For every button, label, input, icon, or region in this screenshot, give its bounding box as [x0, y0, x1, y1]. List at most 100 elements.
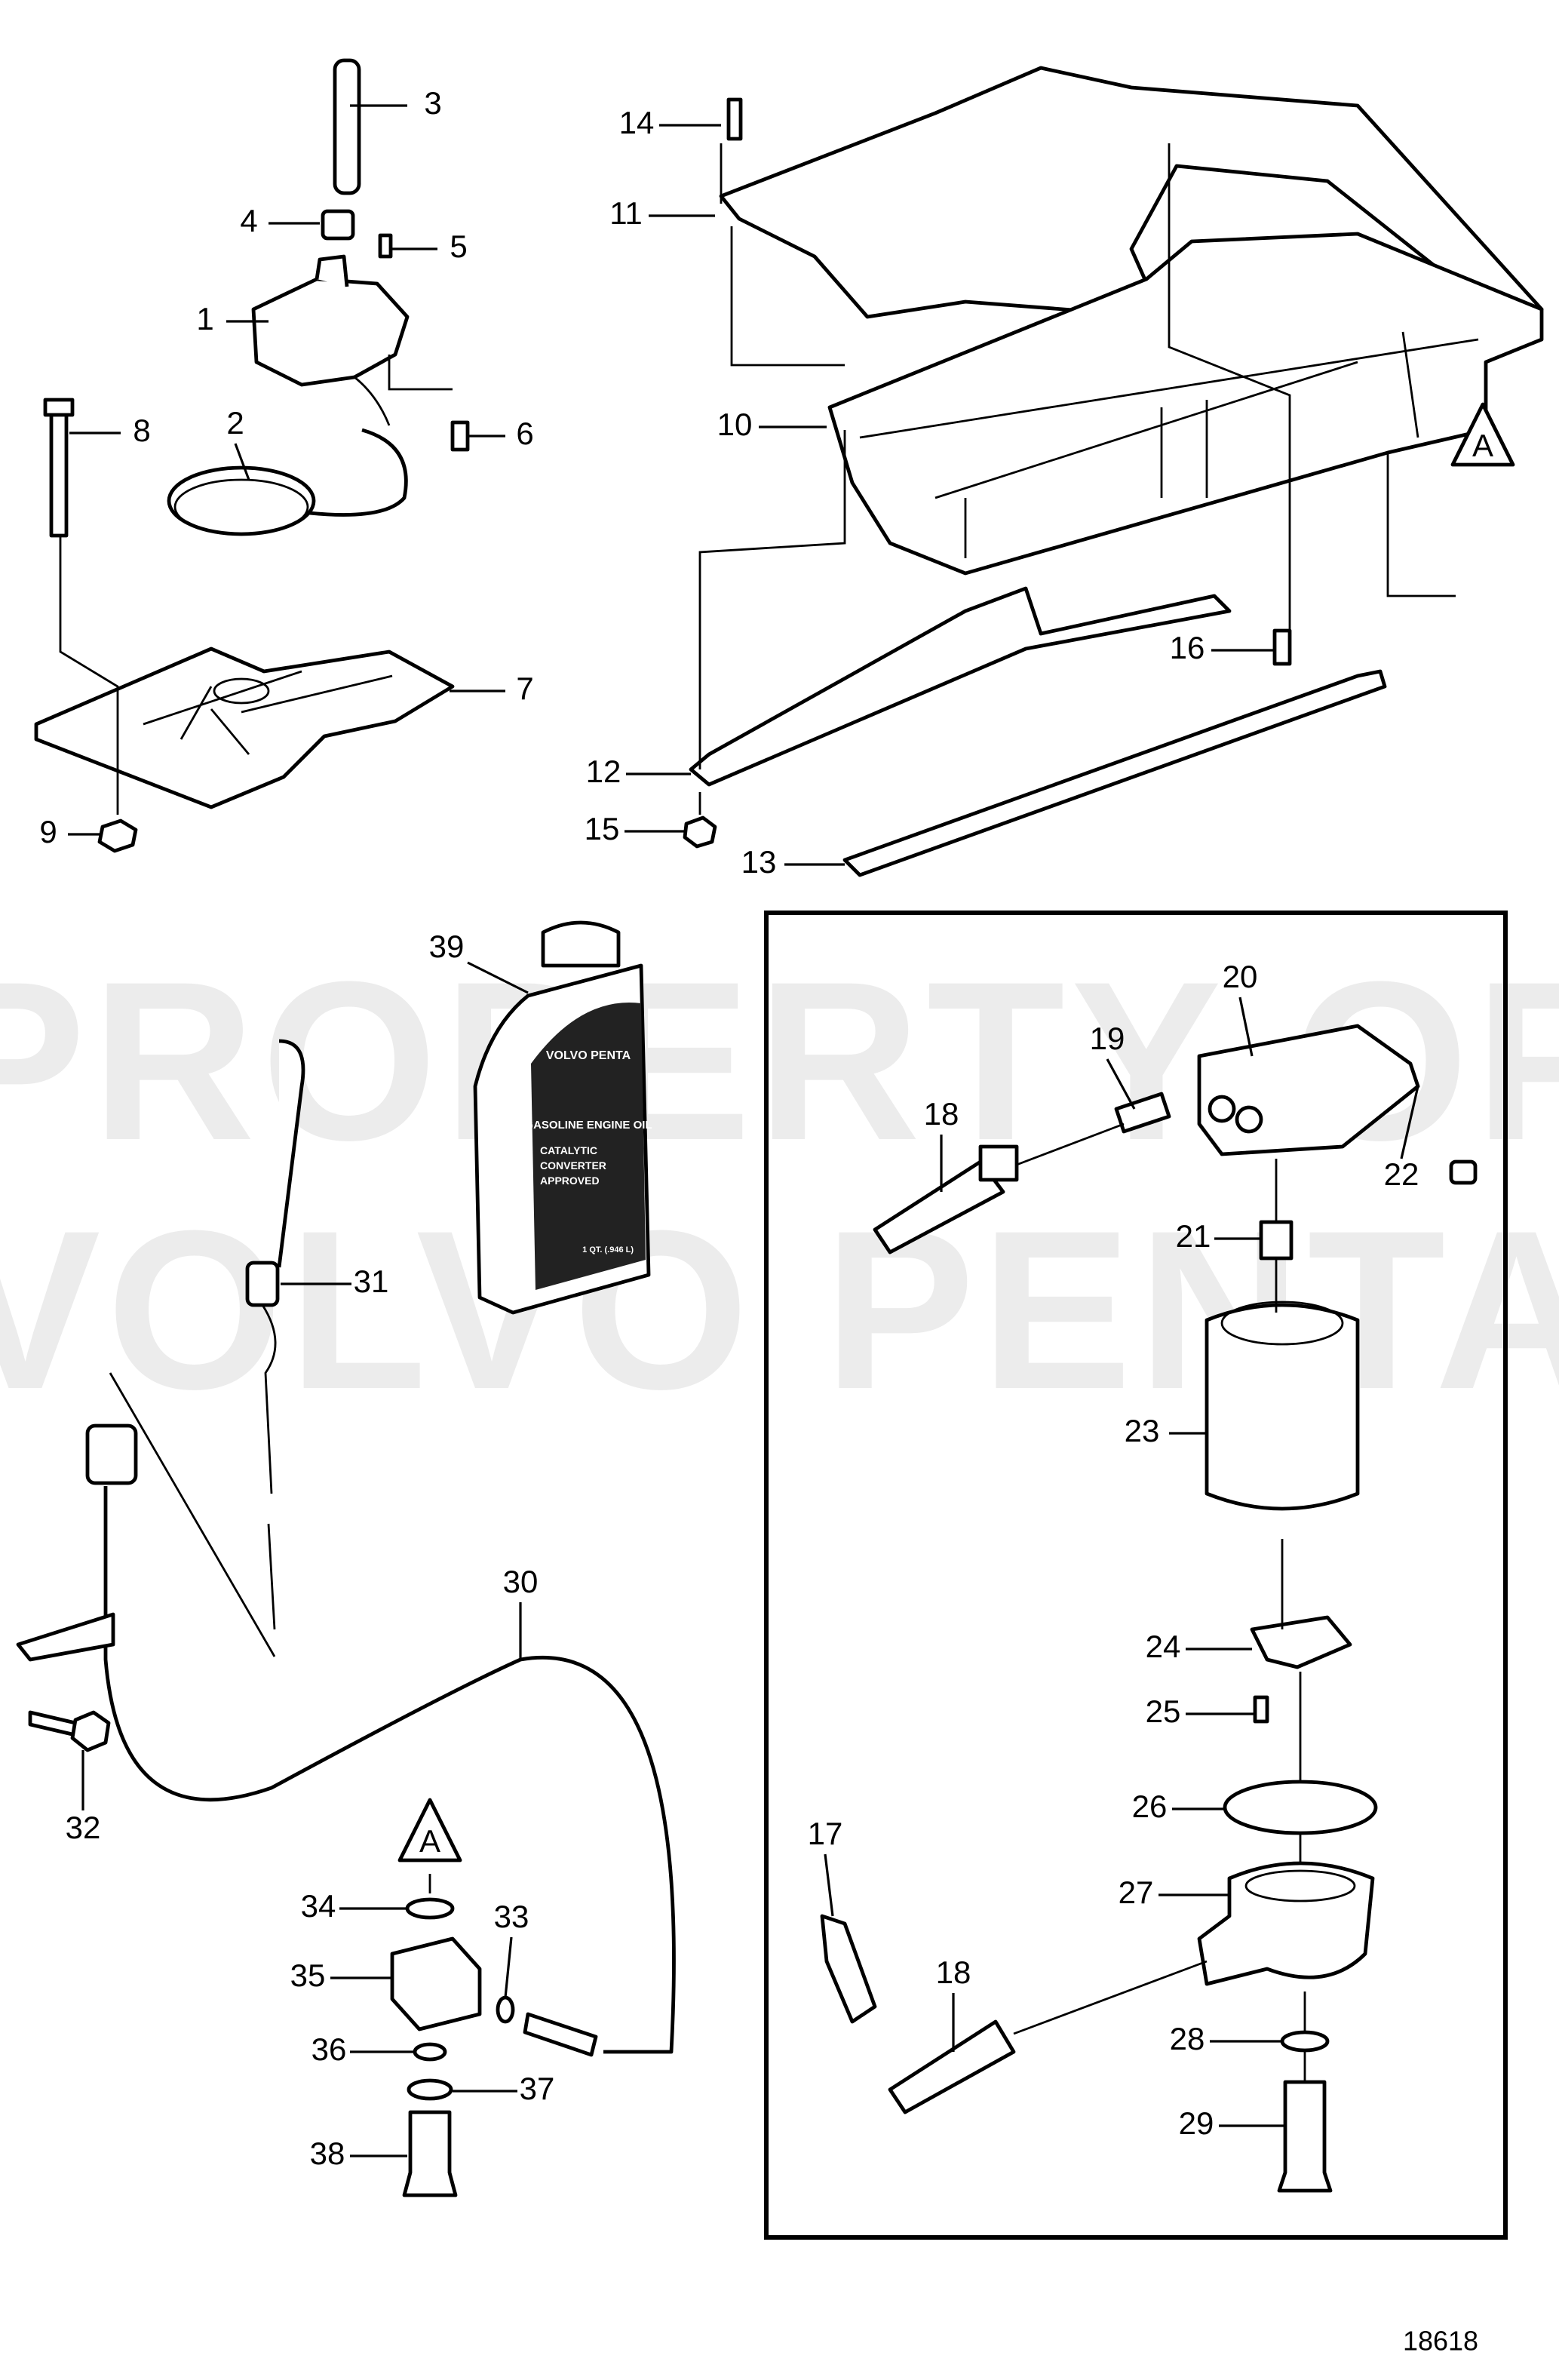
filter-group — [820, 1024, 1478, 2193]
callout-37: 37 — [520, 2071, 555, 2106]
callout-32: 32 — [66, 1810, 101, 1845]
oil-filter-23 — [1205, 1303, 1360, 1511]
callout-1: 1 — [196, 301, 213, 336]
side-gasket-left — [689, 586, 1232, 787]
callout-35: 35 — [290, 1958, 326, 1993]
callout-3: 3 — [424, 85, 441, 121]
oil-pump — [251, 277, 410, 387]
pan-bolt — [1272, 628, 1292, 666]
upper-gasket — [719, 66, 1544, 327]
callout-33: 33 — [494, 1899, 529, 1934]
hose-fitting-top — [978, 1144, 1019, 1182]
callout-15: 15 — [585, 811, 620, 846]
pan-nut — [683, 815, 717, 849]
pan-leaders — [698, 143, 1456, 815]
side-gasket-right — [842, 669, 1387, 877]
dowel — [726, 97, 743, 141]
tube-bracket — [16, 1612, 115, 1662]
pump-shaft — [333, 58, 361, 195]
bolt-head — [70, 1710, 111, 1752]
clamp-17 — [820, 1914, 877, 2024]
drawing-number: 18618 — [1403, 2326, 1478, 2357]
callout-21: 21 — [1176, 1218, 1211, 1254]
callout-14: 14 — [619, 105, 655, 140]
plug-22 — [1449, 1159, 1478, 1185]
dipstick-group: A — [16, 1039, 676, 2197]
callout-38: 38 — [310, 2136, 345, 2171]
callout-20: 20 — [1223, 959, 1258, 994]
pump-leader — [354, 355, 453, 426]
hose-18-bottom — [888, 2019, 1016, 2114]
callout-16: 16 — [1170, 630, 1205, 665]
o-ring-36 — [413, 2042, 447, 2062]
dipstick-tube — [103, 1486, 676, 2054]
bottle-line1: CATALYTIC — [540, 1144, 597, 1156]
fitting — [523, 2012, 598, 2057]
bottle-cap — [541, 920, 621, 968]
screw-25 — [1253, 1695, 1269, 1724]
filter-leaders — [1013, 1159, 1306, 2082]
stud-leader — [59, 536, 119, 815]
dipstick-leader — [109, 1372, 276, 1657]
pan-detail — [859, 331, 1479, 558]
callout-leaders — [68, 104, 1419, 2157]
callout-18-bottom: 18 — [936, 1955, 971, 1990]
callout-31: 31 — [354, 1264, 389, 1299]
pin — [378, 233, 393, 259]
callout-13: 13 — [741, 844, 777, 880]
nut — [97, 818, 138, 853]
banjo-bolt — [402, 2110, 458, 2197]
o-ring-26 — [1223, 1780, 1378, 1835]
o-ring-28 — [1280, 2030, 1330, 2053]
cover-24 — [1250, 1615, 1352, 1669]
callout-28: 28 — [1170, 2021, 1205, 2056]
tube-cap — [85, 1423, 138, 1485]
callout-7: 7 — [516, 671, 533, 706]
filter-top — [1220, 1301, 1344, 1346]
callout-24: 24 — [1146, 1629, 1181, 1664]
callout-10: 10 — [717, 407, 753, 442]
pump-screw — [450, 420, 470, 452]
reference-marker-top: A — [1472, 428, 1493, 463]
oil-pan — [827, 232, 1544, 576]
oil-bottle: VOLVO PENTA GASOLINE ENGINE OIL CATALYTI… — [473, 920, 652, 1315]
dipstick-seal — [245, 1261, 280, 1307]
o-ring-33 — [496, 1995, 515, 2024]
oil-pump-group — [34, 58, 470, 853]
washer-34 — [405, 1897, 455, 1920]
bottle-volume: 1 QT. (.946 L) — [582, 1245, 634, 1254]
callout-17: 17 — [808, 1816, 843, 1851]
dipstick-loop — [277, 1039, 305, 1268]
callout-12: 12 — [586, 754, 621, 789]
shaft-sleeve — [321, 209, 355, 241]
callout-4: 4 — [240, 203, 257, 238]
windage-tray — [34, 646, 455, 809]
callout-11: 11 — [609, 195, 643, 231]
tray-opening — [213, 677, 270, 705]
callout-6: 6 — [516, 416, 533, 451]
stud-head — [43, 398, 75, 417]
washer-37 — [407, 2078, 453, 2101]
bottle-product: GASOLINE ENGINE OIL — [524, 1119, 652, 1132]
callout-27: 27 — [1119, 1875, 1154, 1910]
callout-18-top: 18 — [924, 1096, 959, 1132]
callout-23: 23 — [1125, 1413, 1160, 1448]
callout-8: 8 — [133, 413, 150, 448]
callout-30: 30 — [503, 1564, 539, 1599]
hose-18-top — [873, 1159, 1005, 1254]
reference-triangle-top — [1450, 402, 1515, 467]
filter-kit-frame — [764, 911, 1508, 2240]
pickup-tube — [308, 428, 408, 517]
strainer-rim — [173, 478, 309, 536]
stud — [49, 405, 69, 538]
callout-2: 2 — [226, 405, 244, 441]
callout-34: 34 — [301, 1888, 336, 1924]
bolt-29 — [1277, 2080, 1333, 2193]
pump-drive — [315, 254, 349, 287]
port-a — [1208, 1095, 1236, 1123]
callout-26: 26 — [1132, 1789, 1168, 1824]
callout-39: 39 — [429, 929, 465, 964]
bottle-label — [531, 1003, 646, 1290]
bottle-line2: CONVERTER — [540, 1159, 606, 1172]
